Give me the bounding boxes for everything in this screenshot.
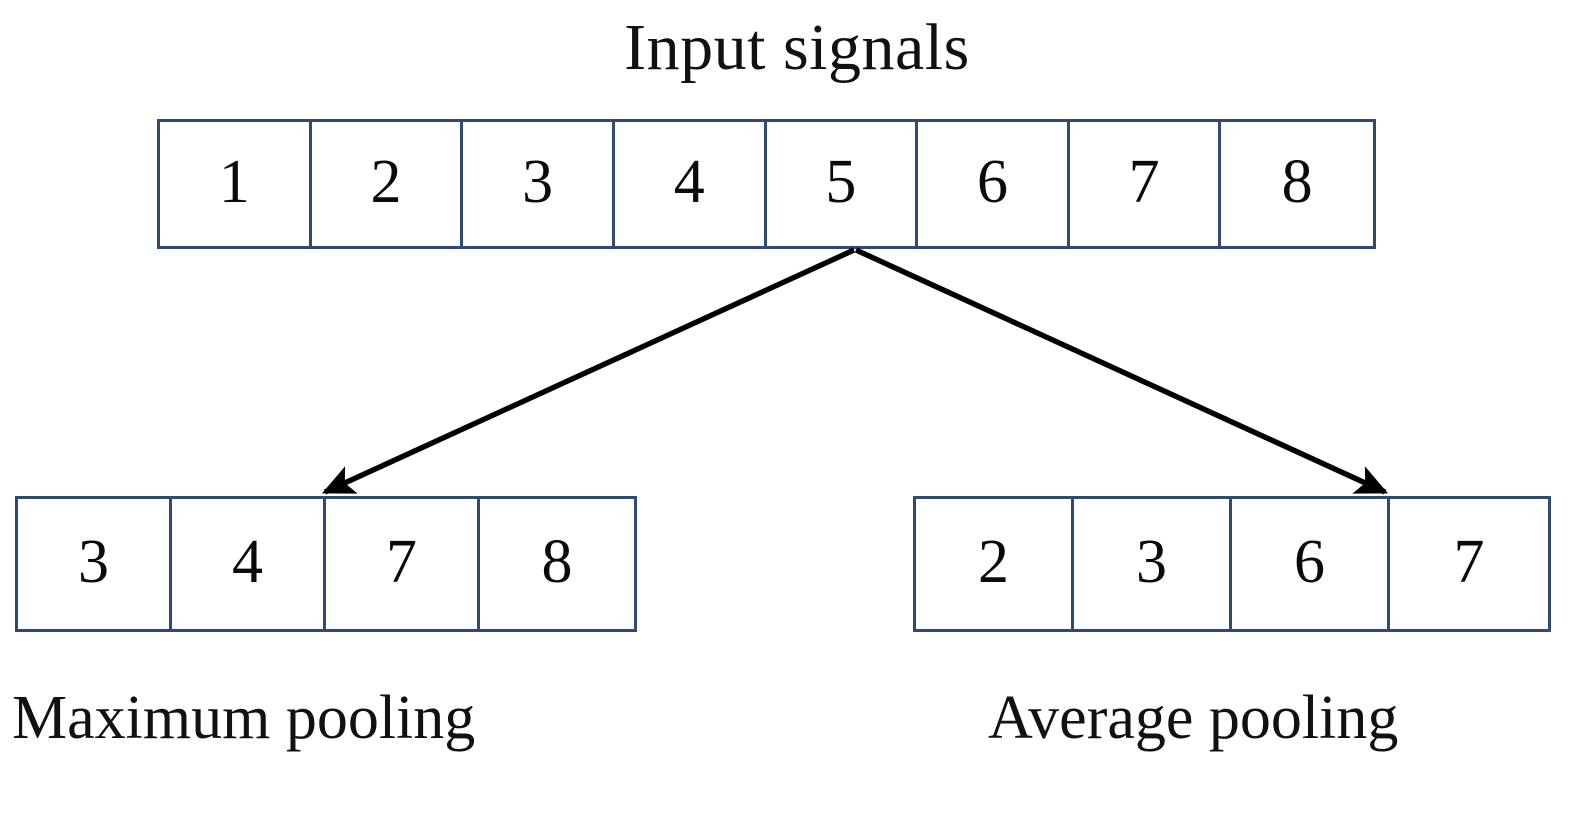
input-cell: 1 <box>160 122 312 246</box>
input-cell: 5 <box>766 122 919 246</box>
avg-pooling-cell: 6 <box>1232 499 1390 629</box>
input-signals-row: 1 2 3 4 5 6 7 8 <box>157 119 1376 249</box>
average-pooling-row: 2 3 6 7 <box>913 496 1551 632</box>
max-pooling-cell: 8 <box>480 499 634 629</box>
average-pooling-label: Average pooling <box>988 684 1399 752</box>
avg-pooling-cell: 7 <box>1390 499 1548 629</box>
avg-pooling-cell: 3 <box>1074 499 1232 629</box>
input-cell: 2 <box>311 122 464 246</box>
max-pooling-cell: 7 <box>326 499 480 629</box>
input-cell: 7 <box>1069 122 1222 246</box>
input-cell: 3 <box>463 122 615 246</box>
arrow-to-average-pooling-icon <box>854 247 1389 495</box>
page-title: Input signals <box>624 11 970 84</box>
avg-pooling-cell: 2 <box>916 499 1074 629</box>
arrow-to-maximum-pooling-icon <box>321 247 856 495</box>
input-cell: 8 <box>1221 122 1373 246</box>
input-cell: 4 <box>614 122 767 246</box>
maximum-pooling-label: Maximum pooling <box>12 684 476 752</box>
input-cell: 6 <box>918 122 1070 246</box>
max-pooling-cell: 3 <box>18 499 172 629</box>
maximum-pooling-row: 3 4 7 8 <box>15 496 637 632</box>
max-pooling-cell: 4 <box>172 499 326 629</box>
